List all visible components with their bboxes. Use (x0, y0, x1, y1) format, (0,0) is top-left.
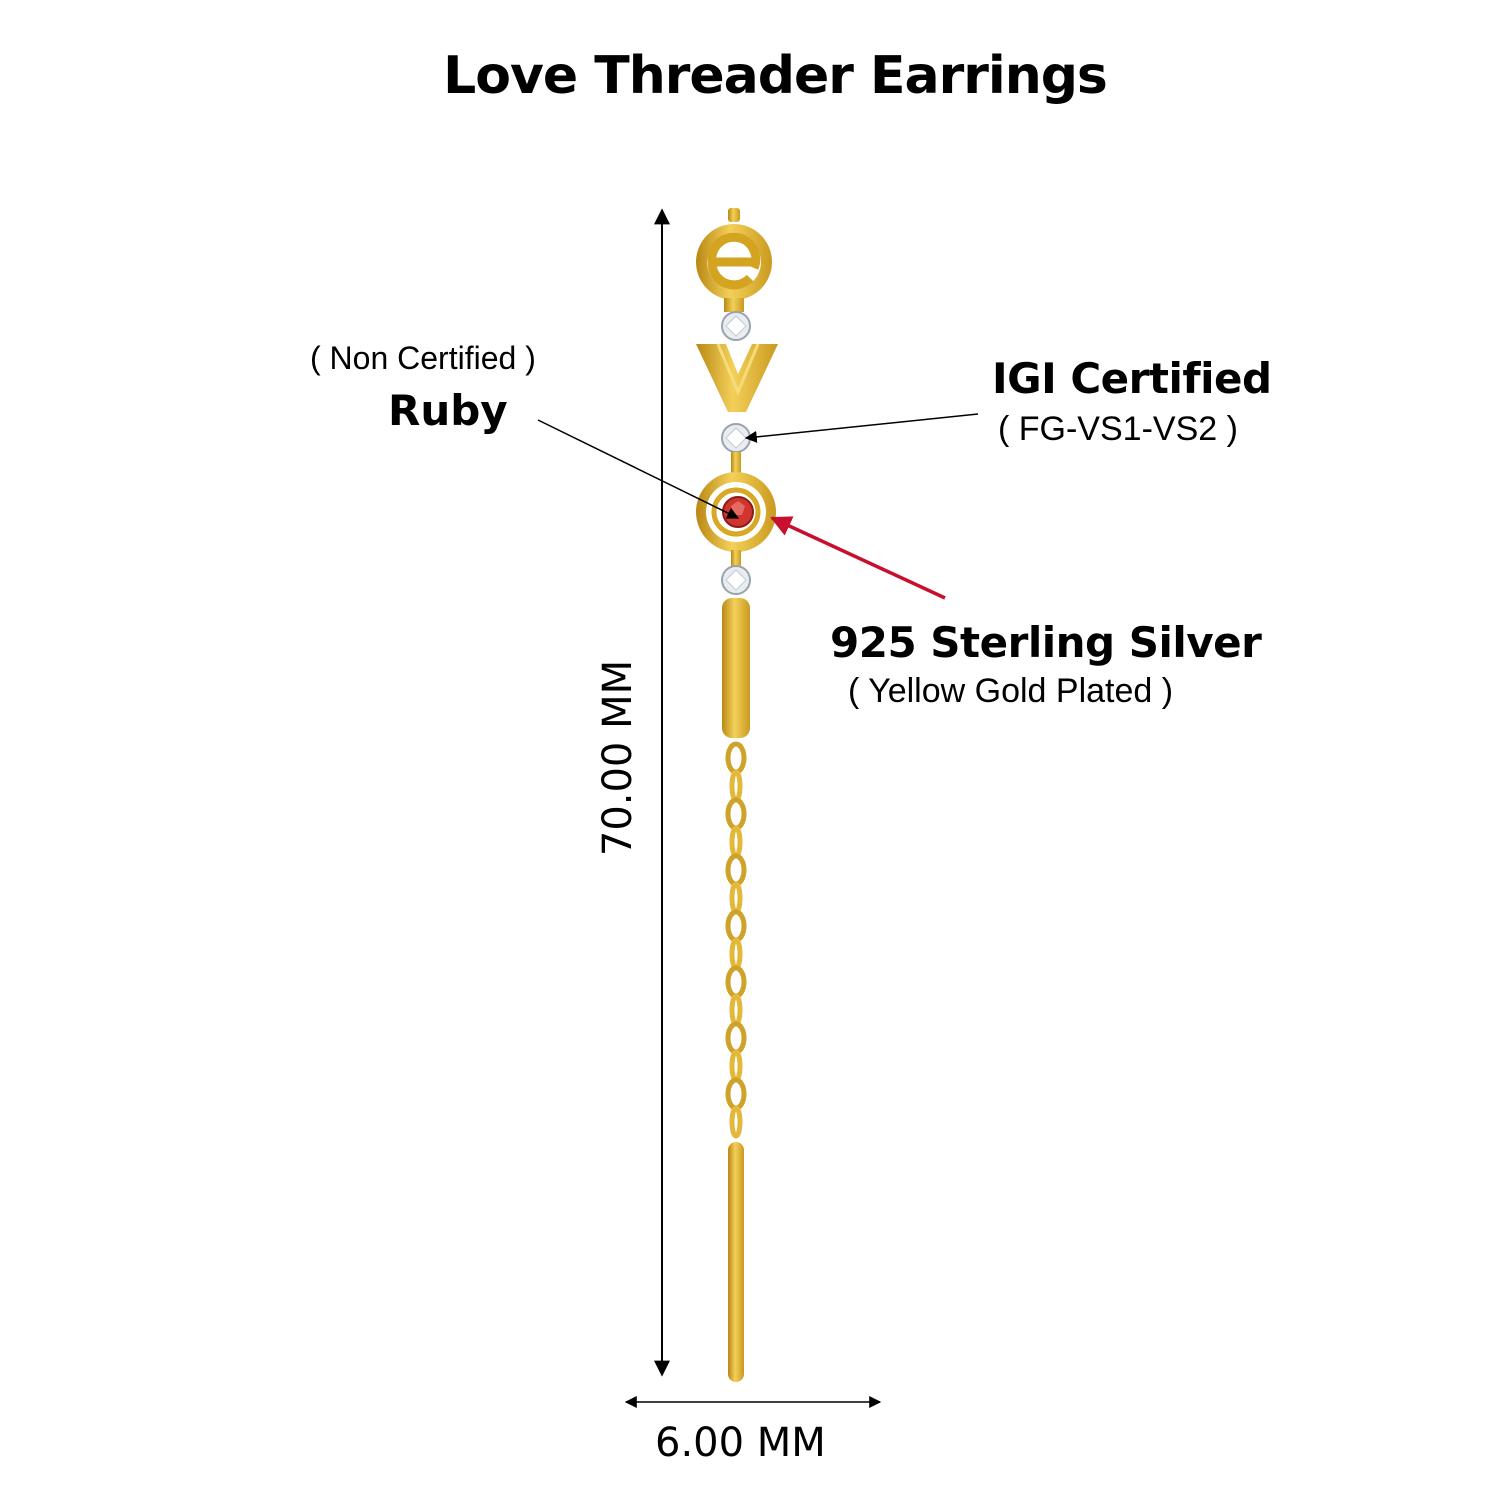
width-dimension-label: 6.00 MM (655, 1420, 826, 1466)
diamond-stone (721, 423, 751, 453)
diamond-grade-label: ( FG-VS1-VS2 ) (998, 410, 1238, 448)
metal-finish-label: ( Yellow Gold Plated ) (848, 672, 1174, 710)
diamond-stone (721, 311, 751, 341)
letter-v-charm (696, 343, 778, 412)
diamond-stone (721, 565, 751, 595)
metal-label: 925 Sterling Silver (830, 618, 1262, 667)
ruby-certification-note: ( Non Certified ) (310, 340, 536, 376)
letter-o-charm (696, 472, 776, 552)
ruby-pointer-arrow (537, 419, 740, 519)
height-dimension-label: 70.00 MM (595, 659, 641, 857)
earring-post (728, 208, 740, 222)
threader-bar-upper (722, 598, 750, 738)
diamond-pointer-arrow (744, 413, 979, 443)
metal-pointer-arrow (770, 516, 946, 600)
letter-e-charm (696, 224, 772, 312)
ruby-label: Ruby (388, 386, 508, 435)
threader-chain (725, 741, 747, 1139)
diamond-certification-label: IGI Certified (992, 354, 1272, 403)
threader-needle-lower (728, 1142, 744, 1382)
page-title: Love Threader Earrings (443, 46, 1108, 106)
